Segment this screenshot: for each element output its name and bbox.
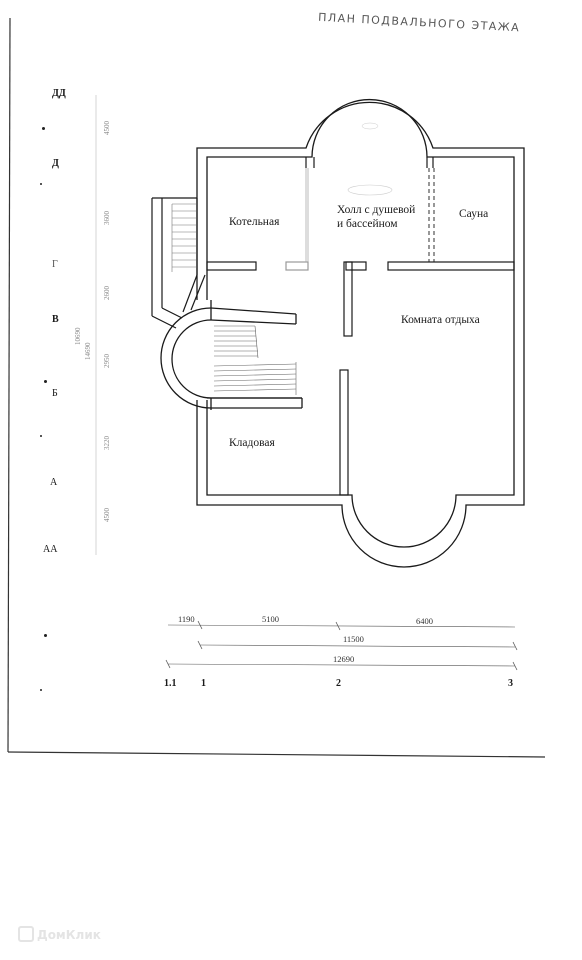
dimension-label-5100: 5100: [262, 614, 279, 624]
vertical-dimension: 2600: [103, 286, 111, 300]
dimension-label-12690: 12690: [333, 654, 355, 664]
stair-bay: [160, 300, 303, 410]
row-axis-label: Г: [52, 259, 58, 270]
stair-steps-upper: [214, 325, 259, 359]
margin-dot: [44, 634, 47, 637]
watermark-icon: [18, 926, 34, 942]
room-label-hall-line2: и бассейном: [337, 218, 398, 230]
stair-steps-lower: [213, 362, 297, 395]
row-axis-label: АА: [43, 544, 58, 555]
margin-dot: [42, 127, 45, 130]
watermark-logo: ДомКлик: [18, 926, 101, 942]
vertical-dimension: 3220: [103, 436, 111, 450]
interior-walls: [206, 157, 515, 496]
vertical-dimension: 4500: [103, 508, 111, 522]
vertical-dimension: 2950: [103, 354, 111, 368]
row-axis-label: Б: [52, 388, 58, 399]
external-stair: [151, 197, 206, 329]
page-left-border: [7, 17, 11, 753]
column-axis-label: 1: [201, 678, 206, 689]
outer-walls: [196, 98, 525, 568]
page-bottom-border: [7, 751, 546, 758]
vertical-dimension: 14690: [84, 342, 92, 361]
row-axis-label: А: [50, 477, 58, 488]
margin-dot: [40, 183, 42, 185]
dimension-label-11500: 11500: [343, 634, 364, 644]
room-label-rest: Комната отдыха: [401, 314, 480, 326]
dimension-lines: [167, 624, 516, 667]
column-axis-label: 1.1: [164, 678, 177, 689]
watermark-text: ДомКлик: [37, 928, 101, 942]
vertical-dimension: 10690: [74, 327, 82, 346]
column-axis-label: 2: [336, 678, 341, 689]
margin-dot: [44, 380, 47, 383]
margin-dot: [40, 435, 42, 437]
dimension-label-6400: 6400: [416, 616, 433, 626]
external-stair-steps: [171, 203, 196, 272]
room-label-sauna: Сауна: [459, 208, 489, 220]
room-label-boiler: Котельная: [229, 216, 280, 228]
vertical-dimension: 3600: [103, 211, 111, 225]
column-axis-label: 3: [508, 678, 513, 689]
row-axis-label: ДД: [52, 88, 66, 99]
vertical-dimension: 4500: [103, 121, 111, 135]
pool-outline: [347, 184, 393, 196]
room-label-storage: Кладовая: [229, 437, 275, 449]
dimension-ticks: [165, 620, 518, 671]
row-axis-label: В: [52, 314, 59, 325]
room-label-hall-line1: Холл с душевой: [337, 204, 416, 216]
dimension-label-1190: 1190: [178, 614, 195, 624]
margin-dot: [40, 689, 42, 691]
row-axis-label: Д: [52, 158, 59, 169]
